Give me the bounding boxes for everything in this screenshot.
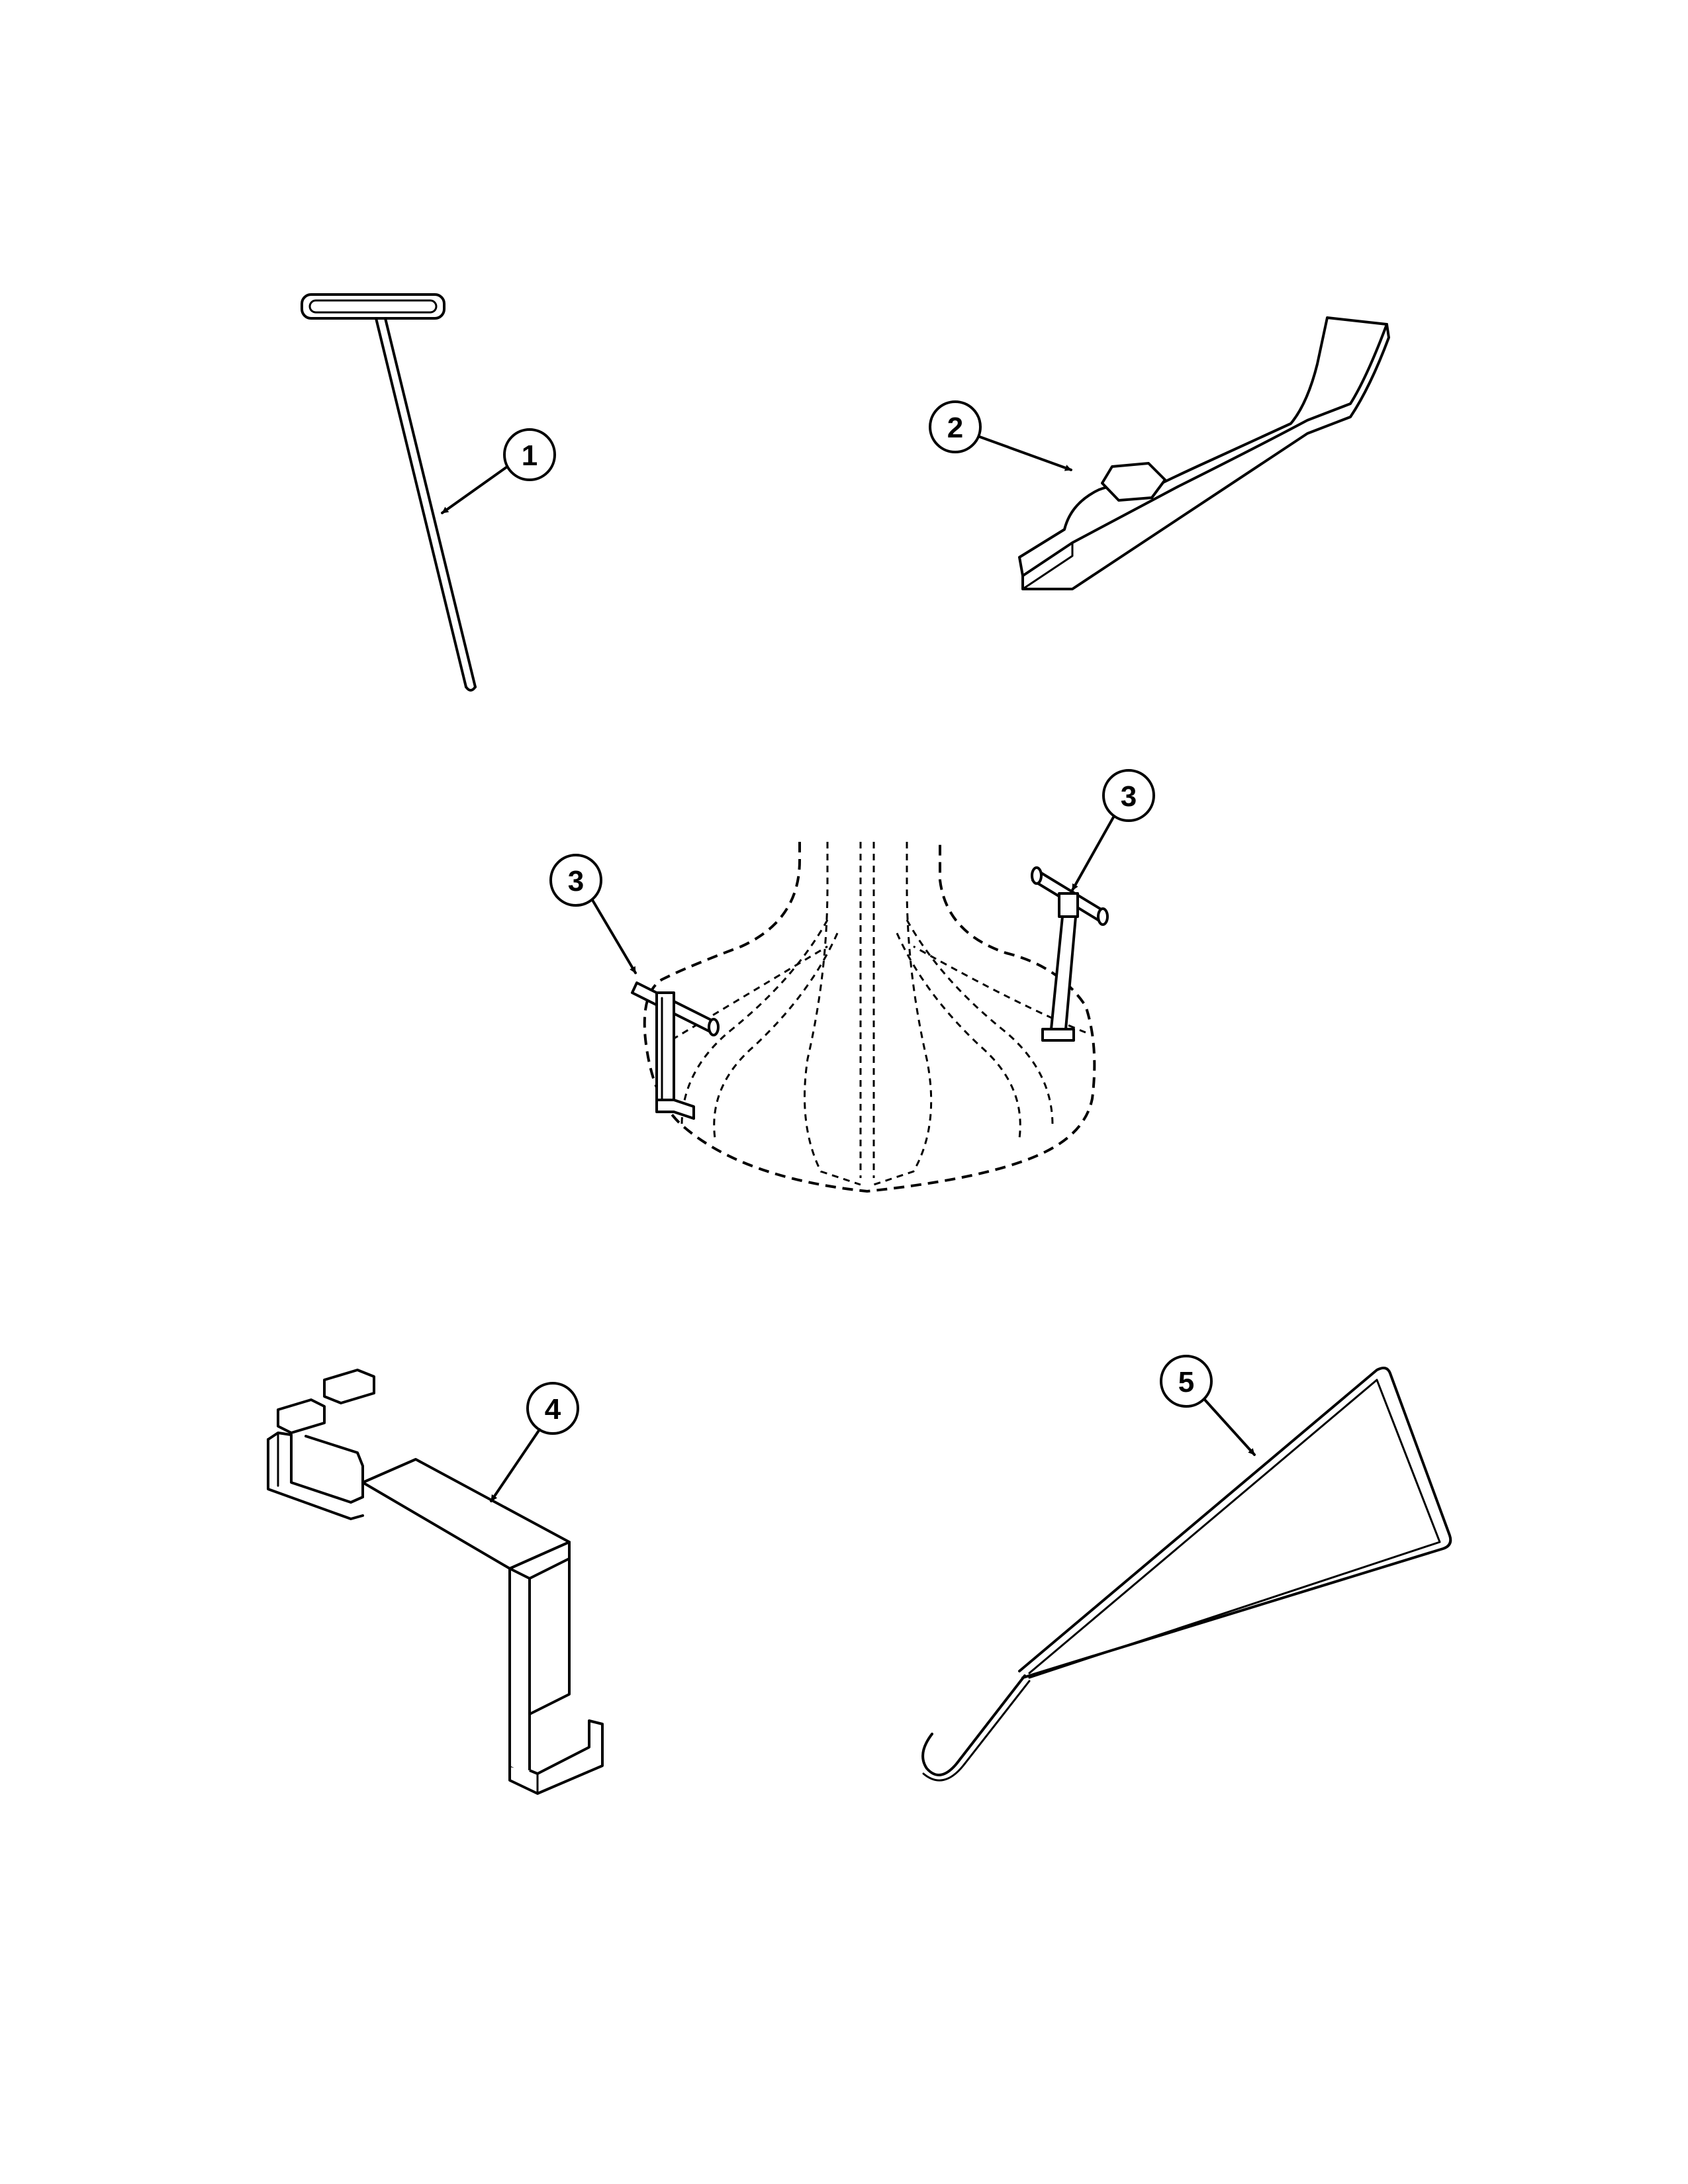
t-handle-hex-key (301, 293, 477, 692)
callout-3-right-number: 3 (1121, 780, 1137, 813)
pin-right (1031, 866, 1109, 1042)
tub-outline-dashed (643, 842, 1096, 1193)
wire-hook-tool (921, 1366, 1452, 1782)
callout-1-number: 1 (522, 439, 538, 472)
callout-4: 4 (490, 1382, 579, 1502)
callout-5: 5 (1160, 1355, 1256, 1456)
callout-2-number: 2 (947, 412, 963, 444)
callout-3-right: 3 (1071, 769, 1155, 891)
callout-5-number: 5 (1178, 1366, 1194, 1398)
spanner-wrench (1018, 316, 1390, 590)
bracket-clamp (267, 1369, 604, 1795)
callout-4-number: 4 (545, 1393, 561, 1426)
callout-3-left-number: 3 (568, 865, 584, 897)
callout-3-left: 3 (549, 854, 637, 974)
callout-1: 1 (441, 428, 556, 514)
pin-left (631, 981, 720, 1120)
callout-2: 2 (929, 400, 1072, 471)
